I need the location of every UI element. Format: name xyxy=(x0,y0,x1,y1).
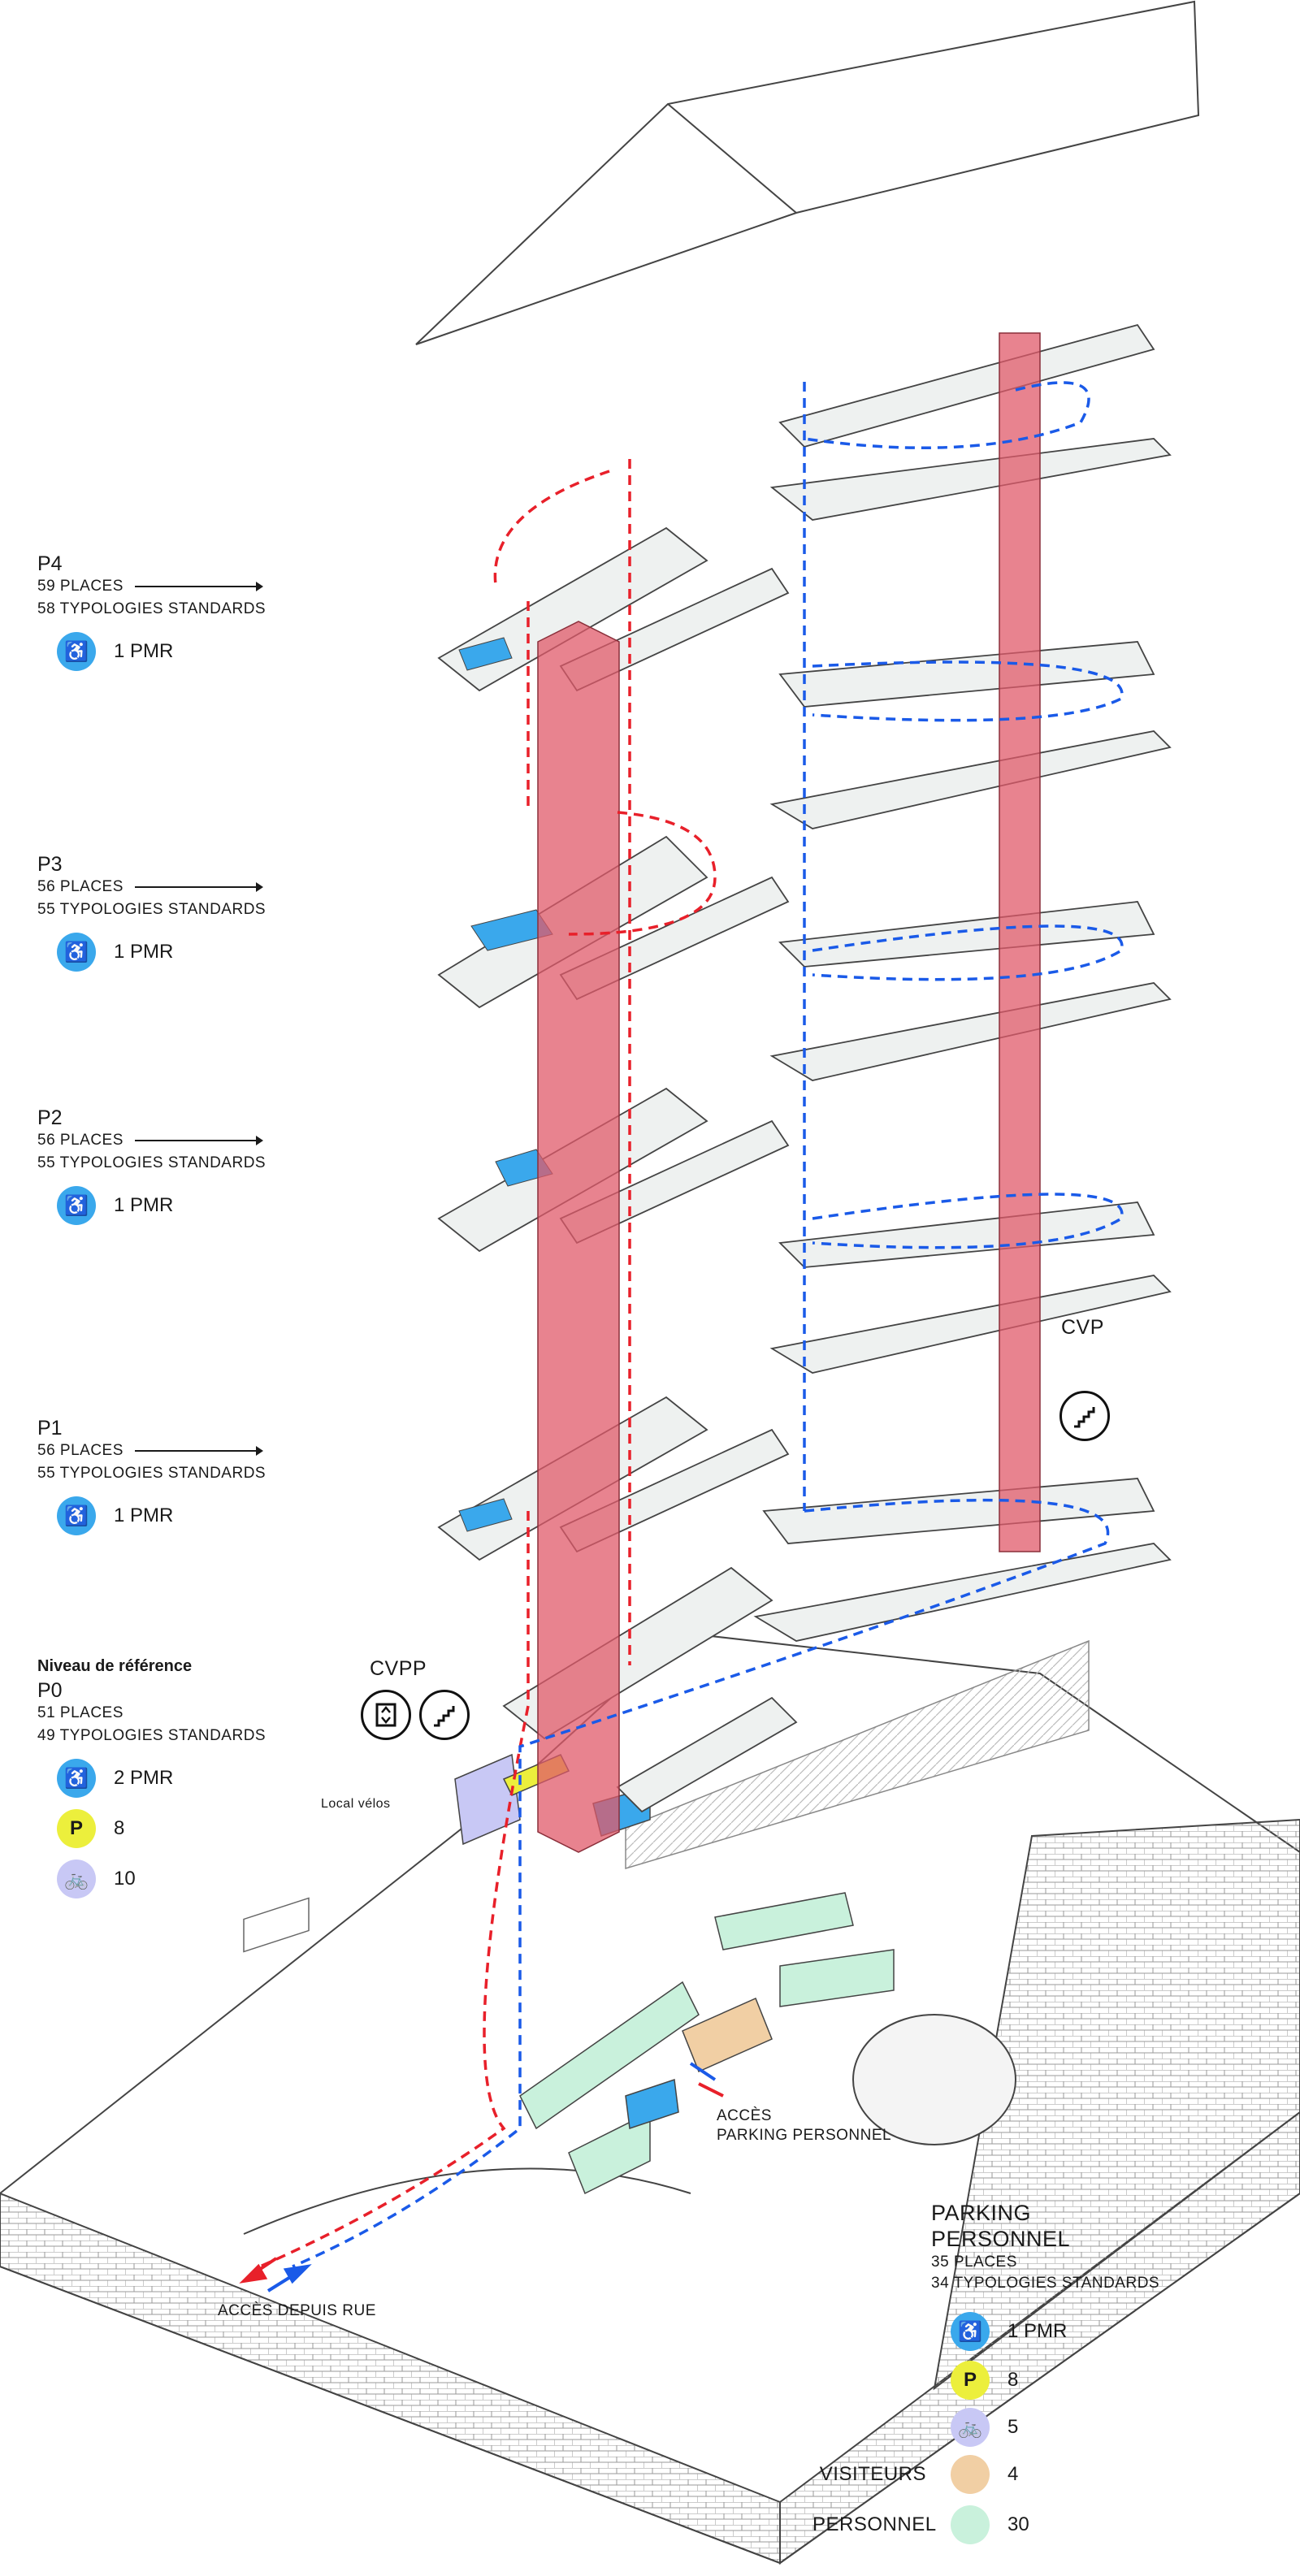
pp-velo-row: 🚲5 xyxy=(812,2408,1105,2447)
level-pmr: 1 PMR xyxy=(114,1194,174,1216)
level-standards: 55 TYPOLOGIES STANDARDS xyxy=(37,1465,266,1482)
parking-personnel-standards: 34 TYPOLOGIES STANDARDS xyxy=(931,2275,1160,2292)
pp-velo: 5 xyxy=(1008,2416,1019,2438)
arrow-icon xyxy=(134,582,263,591)
pp-moto: 8 xyxy=(1008,2369,1019,2391)
level-0-zones xyxy=(454,1753,895,2195)
wheelchair-icon: ♿ xyxy=(57,1759,96,1798)
moto-count: 8 xyxy=(114,1817,125,1839)
local-velos-label: Local vélos xyxy=(321,1797,391,1811)
level-code: P1 xyxy=(37,1417,63,1440)
visiteurs-swatch xyxy=(951,2455,990,2494)
pp-visiteurs: 4 xyxy=(1008,2463,1019,2485)
wheelchair-icon: ♿ xyxy=(57,1496,96,1535)
wheelchair-icon: ♿ xyxy=(951,2312,990,2351)
acces-rue-label: ACCÈS DEPUIS RUE xyxy=(218,2302,376,2319)
level-code: P4 xyxy=(37,552,63,575)
level-code: P0 xyxy=(37,1679,63,1702)
cvpp-label: CVPP xyxy=(370,1657,427,1680)
parking-personnel-caption: PARKING PERSONNEL 35 PLACES 34 TYPOLOGIE… xyxy=(931,2200,1289,2294)
stairs-icon xyxy=(419,1690,470,1740)
level-places: 59 PLACES xyxy=(37,578,124,595)
level-p4-caption: P4 59 PLACES 58 TYPOLOGIES STANDARDS ♿ 1 … xyxy=(37,552,379,671)
level-places: 51 PLACES xyxy=(37,1704,124,1721)
pp-pmr-row: ♿ 1 PMR xyxy=(812,2312,1105,2351)
pp-pmr: 1 PMR xyxy=(1008,2320,1068,2342)
elevator-icon xyxy=(361,1690,411,1740)
access-arrows xyxy=(239,2062,724,2292)
personnel-label: PERSONNEL xyxy=(812,2513,937,2535)
circulation-routes xyxy=(259,381,1124,2268)
level-p1-caption: P1 56 PLACES 55 TYPOLOGIES STANDARDS ♿ 1 … xyxy=(37,1417,379,1535)
stairs-icon xyxy=(1060,1391,1110,1441)
level-code: P2 xyxy=(37,1106,63,1129)
cvp-label: CVP xyxy=(1061,1316,1104,1339)
arrow-icon xyxy=(134,882,263,892)
arrow-icon xyxy=(134,1446,263,1456)
visiteurs-label: VISITEURS xyxy=(819,2463,926,2485)
parking-personnel-title-2: PERSONNEL xyxy=(931,2227,1071,2251)
pp-personnel: 30 xyxy=(1008,2513,1029,2535)
personnel-swatch xyxy=(951,2505,990,2544)
level-code: P3 xyxy=(37,853,63,876)
level-pmr: 2 PMR xyxy=(114,1767,174,1789)
level-p2-caption: P2 56 PLACES 55 TYPOLOGIES STANDARDS ♿ 1 … xyxy=(37,1106,379,1225)
wheelchair-icon: ♿ xyxy=(57,632,96,671)
level-pmr: 1 PMR xyxy=(114,640,174,662)
bicycle-parking-icon: 🚲 xyxy=(57,1859,96,1898)
wheelchair-icon: ♿ xyxy=(57,933,96,972)
level-pmr: 1 PMR xyxy=(114,941,174,963)
pp-personnel-row: PERSONNEL 30 xyxy=(812,2505,1105,2544)
level-places: 56 PLACES xyxy=(37,878,124,895)
pp-visiteurs-row: VISITEURS 4 xyxy=(812,2455,1105,2494)
level-standards: 55 TYPOLOGIES STANDARDS xyxy=(37,901,266,918)
motorcycle-parking-icon: P xyxy=(951,2361,990,2400)
acces-personnel-label-1: ACCÈS xyxy=(717,2107,772,2124)
level-pmr: 1 PMR xyxy=(114,1504,174,1526)
level-p3-caption: P3 56 PLACES 55 TYPOLOGIES STANDARDS ♿ 1 … xyxy=(37,853,379,972)
bicycle-parking-icon: 🚲 xyxy=(951,2408,990,2447)
velo-count: 10 xyxy=(114,1868,136,1890)
vertical-cores xyxy=(537,332,1041,1853)
level-standards: 58 TYPOLOGIES STANDARDS xyxy=(37,600,266,617)
level-standards: 55 TYPOLOGIES STANDARDS xyxy=(37,1154,266,1171)
acces-personnel-label-2: PARKING PERSONNEL xyxy=(717,2127,892,2144)
level-standards: 49 TYPOLOGIES STANDARDS xyxy=(37,1727,266,1744)
motorcycle-parking-icon: P xyxy=(57,1809,96,1848)
reference-level-heading: Niveau de référence xyxy=(37,1657,193,1675)
wheelchair-icon: ♿ xyxy=(57,1186,96,1225)
level-p0-caption: Niveau de référence P0 51 PLACES 49 TYPO… xyxy=(37,1657,379,1898)
level-places: 56 PLACES xyxy=(37,1442,124,1459)
roof xyxy=(415,0,1200,345)
parking-personnel-title-1: PARKING xyxy=(931,2201,1032,2225)
arrow-icon xyxy=(134,1136,263,1145)
level-places: 56 PLACES xyxy=(37,1132,124,1149)
parking-personnel-places: 35 PLACES xyxy=(931,2253,1017,2271)
